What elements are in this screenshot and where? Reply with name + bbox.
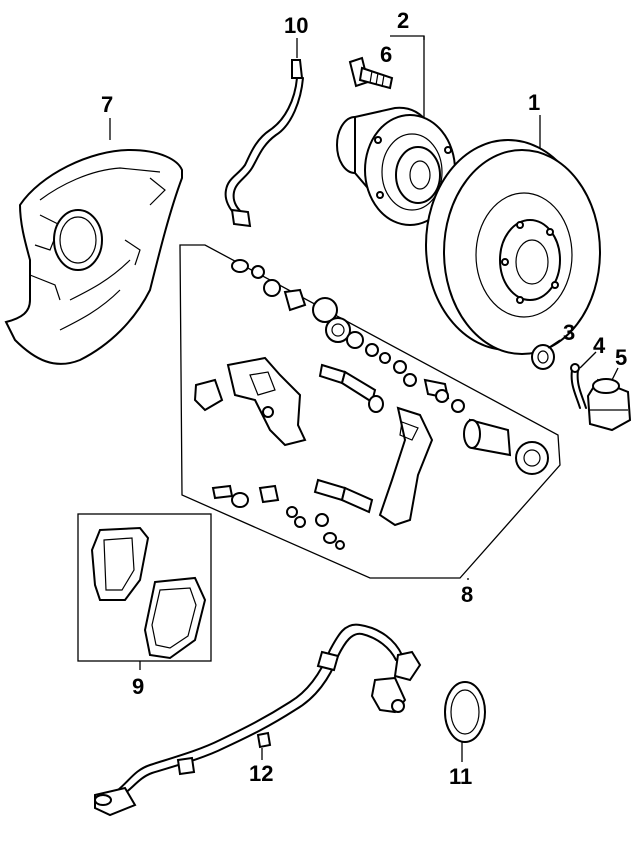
callout-12: 12 <box>249 761 273 786</box>
leader-2 <box>390 35 425 118</box>
callout-8: 8 <box>461 582 473 607</box>
hub-nut <box>531 344 555 370</box>
callout-6: 6 <box>380 42 392 67</box>
brake-pads-box <box>77 513 212 662</box>
callout-3: 3 <box>563 320 575 345</box>
brake-rotor <box>425 139 601 355</box>
brake-hose <box>224 59 304 228</box>
caliper-kit-parts <box>193 259 549 550</box>
sensor-ring <box>444 681 486 743</box>
brake-pads <box>90 526 207 660</box>
callout-2: 2 <box>397 8 409 33</box>
callout-1: 1 <box>528 90 540 115</box>
caliper-kit-boundary <box>179 244 561 579</box>
leader-3 <box>547 339 561 349</box>
callout-10: 10 <box>284 13 308 38</box>
callout-11: 11 <box>449 764 472 789</box>
dust-cap <box>586 378 632 432</box>
hub-bolt <box>348 56 394 90</box>
dust-shield <box>4 148 183 365</box>
callout-5: 5 <box>615 345 627 370</box>
callout-9: 9 <box>132 674 144 699</box>
leader-5 <box>611 367 619 381</box>
abs-sensor-harness <box>94 623 422 817</box>
callout-4: 4 <box>593 333 606 358</box>
cotter-pin <box>570 363 587 409</box>
wheel-hub <box>336 106 456 226</box>
callout-7: 7 <box>101 92 113 117</box>
leader-4 <box>579 351 597 369</box>
